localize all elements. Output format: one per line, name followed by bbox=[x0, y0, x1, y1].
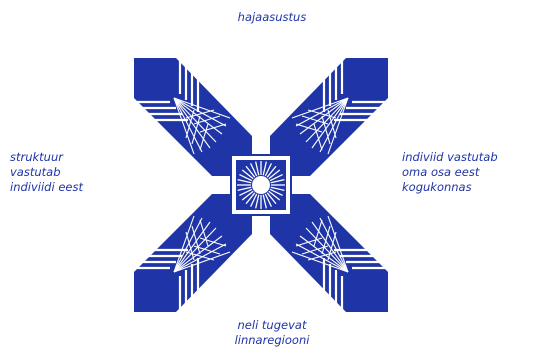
star-cross-emblem-icon bbox=[134, 58, 388, 312]
emblem-center bbox=[231, 155, 291, 215]
label-bottom: neli tugevat linnaregiooni bbox=[0, 318, 544, 348]
label-top: hajaasustus bbox=[0, 10, 544, 25]
label-right: indiviid vastutab oma osa eest kogukonna… bbox=[402, 150, 498, 195]
label-left: struktuur vastutab indiviidi eest bbox=[10, 150, 83, 195]
